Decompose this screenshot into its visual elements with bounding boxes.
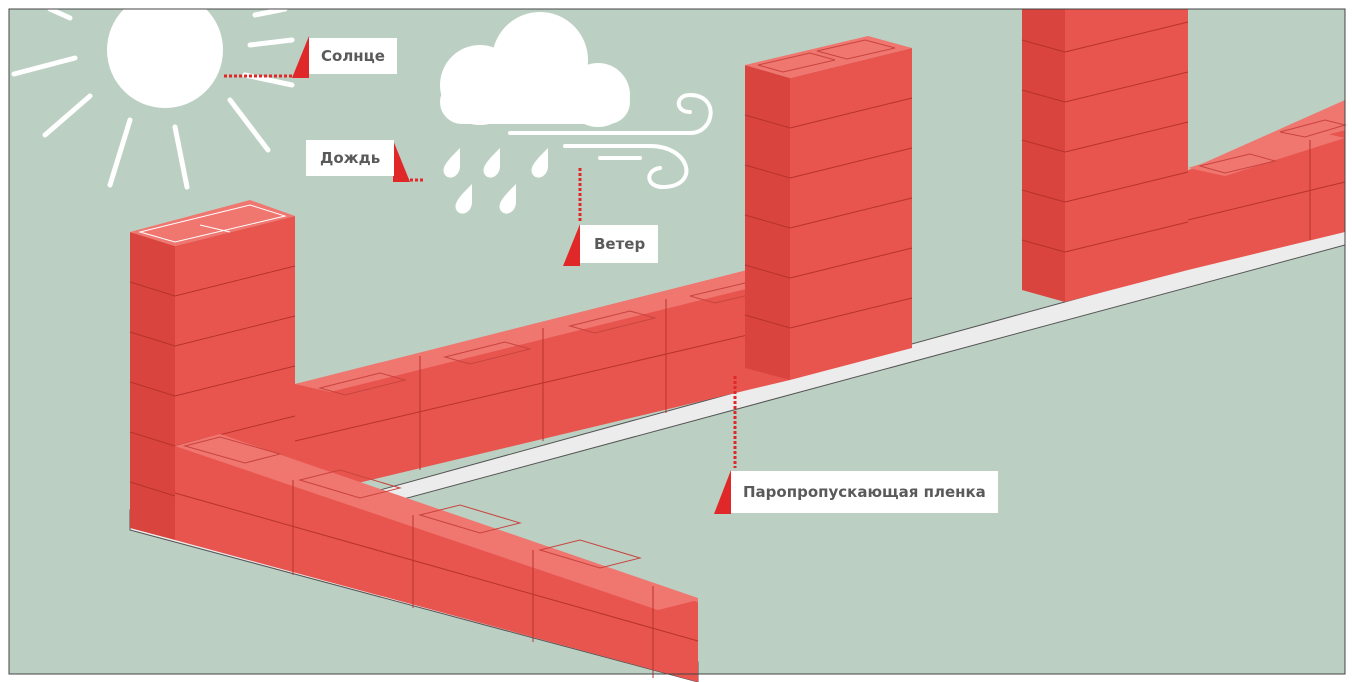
frame bbox=[8, 8, 1346, 675]
sun-label: Солнце bbox=[309, 38, 397, 74]
pointer-wind bbox=[563, 168, 582, 266]
vapour-film-label: Паропропускающая пленка bbox=[731, 471, 998, 513]
wind-icon bbox=[508, 92, 713, 190]
wind-label: Ветер bbox=[580, 225, 658, 263]
sun-icon bbox=[11, 0, 295, 190]
rain-label: Дождь bbox=[306, 140, 395, 176]
pointer-film bbox=[714, 376, 737, 514]
right-wall bbox=[1187, 100, 1347, 270]
cloud-icon bbox=[440, 12, 630, 127]
front-wall bbox=[174, 434, 699, 682]
rain-icon bbox=[443, 148, 548, 214]
right-pillar bbox=[1021, 9, 1189, 302]
middle-pillar bbox=[744, 36, 913, 380]
back-wall bbox=[294, 268, 791, 498]
pointer-sun bbox=[224, 36, 309, 78]
pointer-rain bbox=[393, 140, 424, 182]
